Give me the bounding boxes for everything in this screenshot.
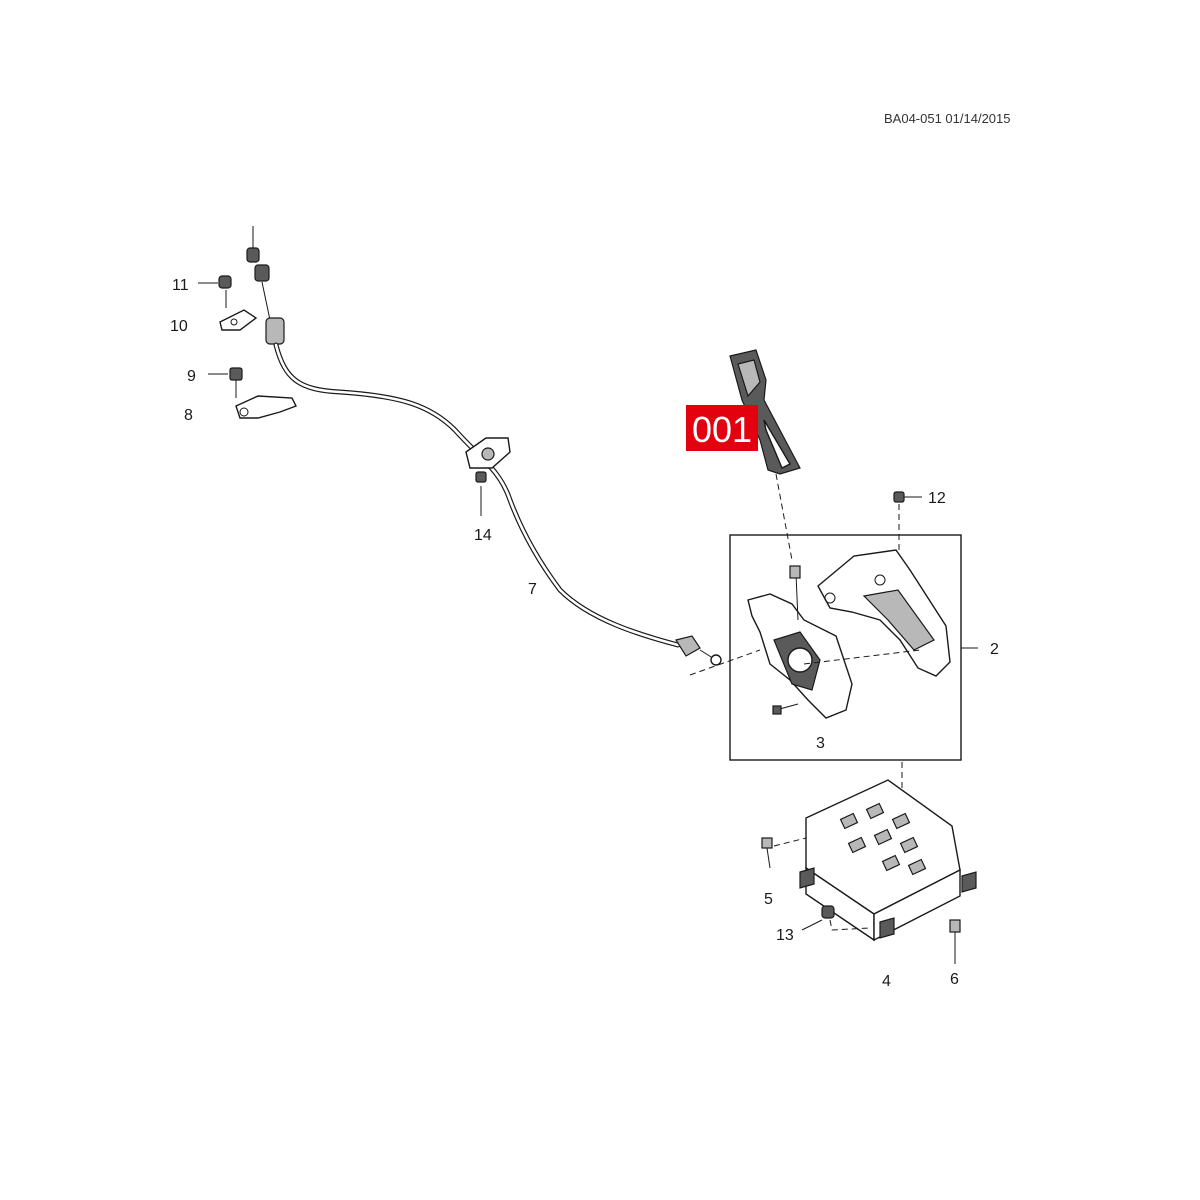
label-3: 3 xyxy=(816,735,825,752)
nut-13 xyxy=(801,905,871,931)
label-11: 11 xyxy=(172,277,189,294)
label-5: 5 xyxy=(764,891,773,908)
cable-bracket-8 xyxy=(235,395,297,419)
label-2: 2 xyxy=(990,641,999,658)
label-8: 8 xyxy=(184,407,193,424)
bolt-12 xyxy=(893,491,922,550)
shifter-lever-housing xyxy=(747,565,853,719)
label-6: 6 xyxy=(950,971,959,988)
shifter-bracket-plate xyxy=(803,549,951,677)
label-13: 13 xyxy=(776,927,794,944)
shift-cable-assembly xyxy=(246,226,761,676)
part-callout-001: 001 xyxy=(686,405,758,451)
label-12: 12 xyxy=(928,490,946,507)
cable-bracket-10 xyxy=(219,309,258,331)
label-14: 14 xyxy=(474,527,492,544)
bolt-5 xyxy=(761,837,807,869)
nut-14 xyxy=(475,471,487,516)
bolt-6 xyxy=(949,919,961,964)
label-10: 10 xyxy=(170,318,188,335)
label-4: 4 xyxy=(882,973,891,990)
callout-001-text: 001 xyxy=(692,409,752,450)
label-9: 9 xyxy=(187,368,196,385)
label-7: 7 xyxy=(528,581,537,598)
document-id: BA04-051 01/14/2015 xyxy=(884,111,1011,126)
nut-11 xyxy=(198,275,232,308)
bolt-9 xyxy=(208,367,243,398)
shifter-base-bracket xyxy=(799,779,977,942)
shift-knob xyxy=(729,349,801,561)
